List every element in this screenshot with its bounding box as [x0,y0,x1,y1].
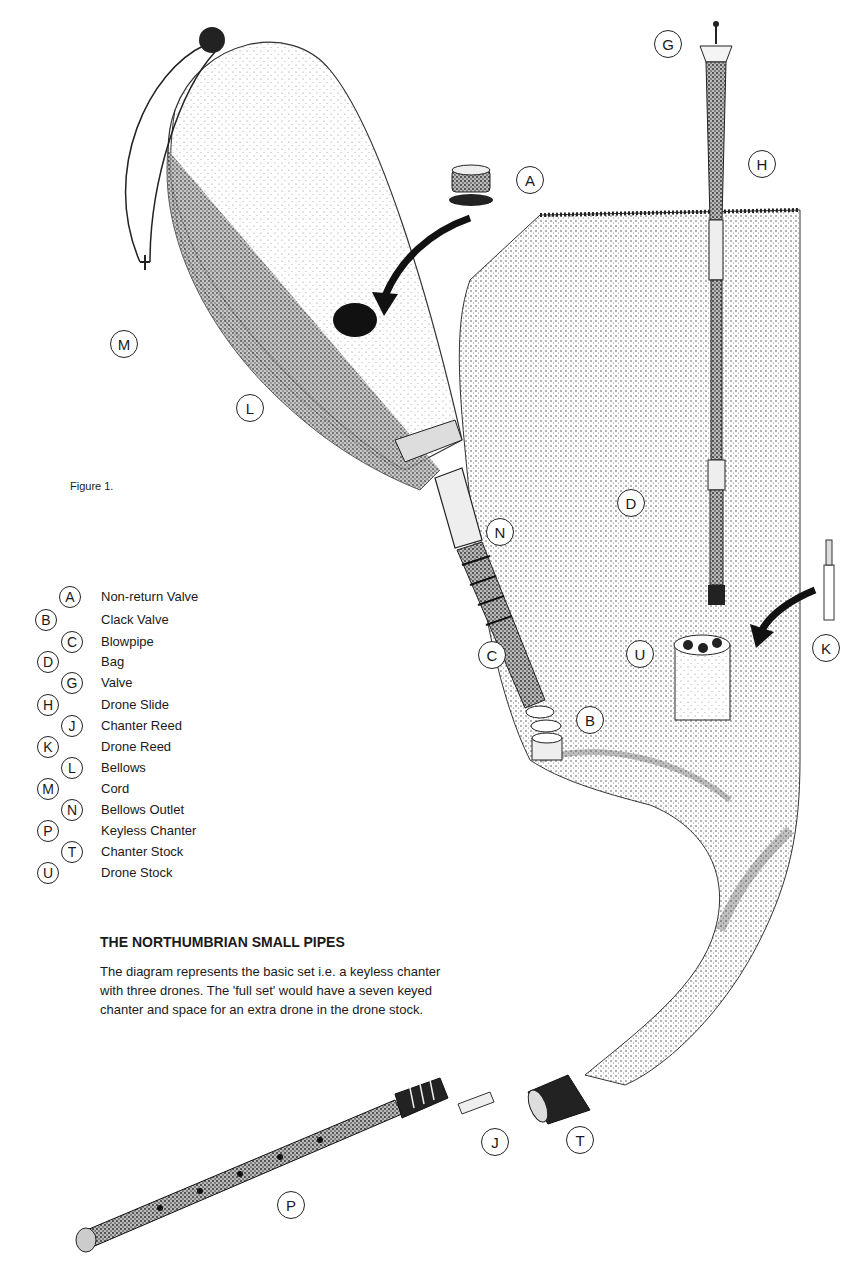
legend-circle: GValve [61,672,83,694]
legend-letter: U [38,863,58,883]
legend-letter: N [62,800,82,820]
callout-letter: M [118,336,131,353]
part-name: Bellows Outlet [101,802,184,817]
part-name: Drone Reed [101,739,171,754]
legend-letter: P [38,821,58,841]
legend-letter: B [36,610,56,630]
callout-letter: J [491,1134,499,1151]
legend-letter: K [38,737,58,757]
callout-letter: A [525,172,535,189]
legend-circle: TChanter Stock [61,841,83,863]
legend-letter: H [38,695,58,715]
callout-letter: G [662,36,674,53]
legend-letter: C [62,632,82,652]
legend-circle: JChanter Reed [61,715,83,737]
legend-circle: BClack Valve [35,609,57,631]
callout-circle: L [236,394,264,422]
callout-letter: P [286,1197,296,1214]
legend-circle: CBlowpipe [61,631,83,653]
callout-circle: U [626,640,654,668]
legend-circle: MCord [37,778,59,800]
callout-circle: G [654,30,682,58]
legend-circle: LBellows [61,757,83,779]
legend-circle: PKeyless Chanter [37,820,59,842]
callout-circle: M [110,330,138,358]
legend-circle: NBellows Outlet [61,799,83,821]
callout-circle: N [486,518,514,546]
callout-letter: H [757,156,768,173]
callout-circle: B [576,706,604,734]
callout-circle: P [277,1191,305,1219]
callout-letter: C [487,647,498,664]
part-name: Cord [101,781,129,796]
callout-circle: K [812,634,840,662]
part-name: Drone Slide [101,697,169,712]
callout-circle: A [516,166,544,194]
callout-circle: C [478,641,506,669]
callout-circle: T [566,1126,594,1154]
figure-number: Figure 1. [70,480,113,492]
part-name: Non-return Valve [101,589,198,604]
legend-letter: G [62,673,82,693]
callout-letter: T [575,1132,584,1149]
callout-letter: U [635,646,646,663]
legend-letter: D [38,652,58,672]
part-name: Chanter Stock [101,844,183,859]
callout-circle: D [617,489,645,517]
legend-letter: J [62,716,82,736]
callout-letter: K [821,640,831,657]
legend-letter: T [62,842,82,862]
legend-circle: UDrone Stock [37,862,59,884]
legend-circle: ANon-return Valve [59,586,81,608]
part-name: Keyless Chanter [101,823,196,838]
legend-circle: DBag [37,651,59,673]
part-name: Bag [101,654,124,669]
callout-circle: H [748,150,776,178]
callout-letter: D [626,495,637,512]
legend-letter: M [38,779,58,799]
diagram-title: THE NORTHUMBRIAN SMALL PIPES [100,934,345,950]
legend-letter: A [60,587,80,607]
part-name: Valve [101,675,133,690]
legend-circle: HDrone Slide [37,694,59,716]
callout-letter: L [246,400,254,417]
callout-letter: B [585,712,595,729]
callout-circle: J [481,1128,509,1156]
diagram-caption: The diagram represents the basic set i.e… [100,962,455,1019]
legend-circle: KDrone Reed [37,736,59,758]
part-name: Drone Stock [101,865,173,880]
part-name: Blowpipe [101,634,154,649]
legend-letter: L [62,758,82,778]
part-name: Clack Valve [101,612,169,627]
part-name: Chanter Reed [101,718,182,733]
part-name: Bellows [101,760,146,775]
callout-letter: N [495,524,506,541]
